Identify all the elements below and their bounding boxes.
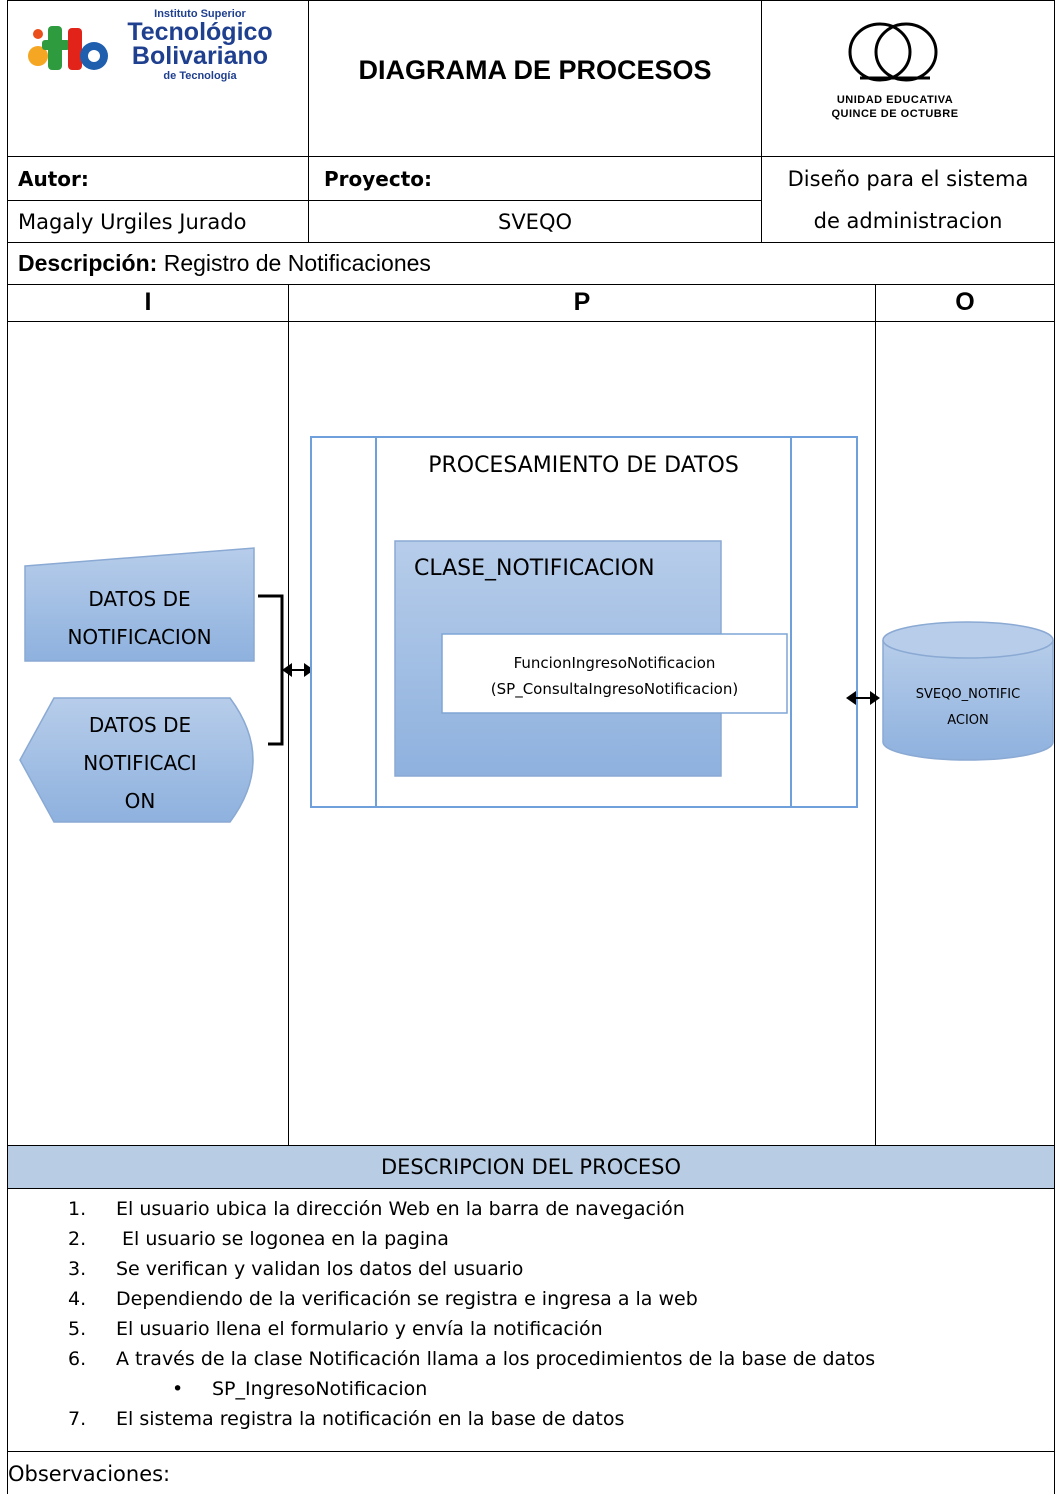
function-label: FuncionIngresoNotificacion (SP_ConsultaI… <box>442 650 787 702</box>
step-text: El usuario se logonea en la pagina <box>116 1228 449 1250</box>
school-logo: UNIDAD EDUCATIVA QUINCE DE OCTUBRE <box>790 20 1000 130</box>
manual-input-line1: DATOS DE <box>88 587 191 611</box>
description-value: Registro de Notificaciones <box>157 250 431 276</box>
step-number: 6. <box>68 1348 87 1370</box>
display-line3: ON <box>124 789 156 813</box>
function-line1: FuncionIngresoNotificacion <box>513 654 716 672</box>
step-number: 7. <box>68 1408 87 1430</box>
bullet-icon: • <box>172 1378 184 1400</box>
step-text: A través de la clase Notificación llama … <box>116 1348 876 1370</box>
step-number: 1. <box>68 1198 87 1220</box>
step-number: 2. <box>68 1228 87 1250</box>
step-text: El usuario llena el formulario y envía l… <box>116 1318 603 1340</box>
manual-input-shape <box>24 547 255 662</box>
project-desc-line2: de administracion <box>813 208 1003 233</box>
process-title: PROCESAMIENTO DE DATOS <box>428 453 739 478</box>
double-arrow-left-icon <box>282 663 314 677</box>
column-header-p: P <box>573 288 591 316</box>
project-desc-line1: Diseño para el sistema <box>787 166 1029 191</box>
manual-input-label: DATOS DE NOTIFICACION <box>25 580 254 656</box>
school-emblem-icon <box>848 22 938 82</box>
itb-logo-line4: de Tecnología <box>163 70 237 82</box>
manual-input-line2: NOTIFICACION <box>67 625 212 649</box>
step-text: Dependiendo de la verificación se regist… <box>116 1288 698 1310</box>
step-number: 5. <box>68 1318 87 1340</box>
column-header-o: O <box>955 288 975 316</box>
function-line2: (SP_ConsultaIngresoNotificacion) <box>490 680 739 698</box>
project-label: Proyecto: <box>324 166 433 191</box>
database-cylinder-icon <box>882 621 1054 761</box>
process-description-header: DESCRIPCION DEL PROCESO <box>380 1155 682 1179</box>
step-number: 4. <box>68 1288 87 1310</box>
step-text: El sistema registra la notificación en l… <box>116 1408 625 1430</box>
description-label: Descripción: <box>18 250 158 276</box>
observations-label: Observaciones: <box>8 1462 171 1486</box>
process-description-band <box>8 1146 1054 1188</box>
step-text: El usuario ubica la dirección Web en la … <box>116 1198 685 1220</box>
class-title: CLASE_NOTIFICACION <box>414 556 655 581</box>
school-logo-line2: QUINCE DE OCTUBRE <box>831 108 959 120</box>
column-header-i: I <box>144 288 152 316</box>
school-logo-line1: UNIDAD EDUCATIVA <box>836 94 954 106</box>
sub-bullet-text: SP_IngresoNotificacion <box>212 1378 428 1400</box>
database-label: SVEQO_NOTIFIC ACION <box>890 682 1046 734</box>
author-label: Autor: <box>18 166 89 191</box>
display-line2: NOTIFICACI <box>83 751 197 775</box>
itb-logo-line3: Bolivariano <box>131 42 269 70</box>
step-text: Se verifican y validan los datos del usu… <box>116 1258 524 1280</box>
description-row: Descripción: Registro de Notificaciones <box>18 243 431 284</box>
page-title: DIAGRAMA DE PROCESOS <box>358 54 712 85</box>
display-output-shape <box>19 697 254 823</box>
project-value: SVEQO <box>497 210 573 234</box>
itb-logo-line2: Tecnológico <box>127 18 273 46</box>
itb-logo: itb Instituto Superior Tecnológico Boliv… <box>24 8 274 90</box>
database-line2: ACION <box>947 713 989 728</box>
step-number: 3. <box>68 1258 87 1280</box>
database-line1: SVEQO_NOTIFIC <box>915 687 1021 702</box>
double-arrow-right-icon <box>846 691 880 705</box>
author-value: Magaly Urgiles Jurado <box>18 210 247 234</box>
function-box <box>441 633 788 714</box>
display-line1: DATOS DE <box>88 713 192 737</box>
bracket-connector <box>258 594 284 746</box>
itb-logo-line1: Instituto Superior <box>154 8 246 20</box>
display-label: DATOS DE NOTIFICACI ON <box>40 706 240 820</box>
